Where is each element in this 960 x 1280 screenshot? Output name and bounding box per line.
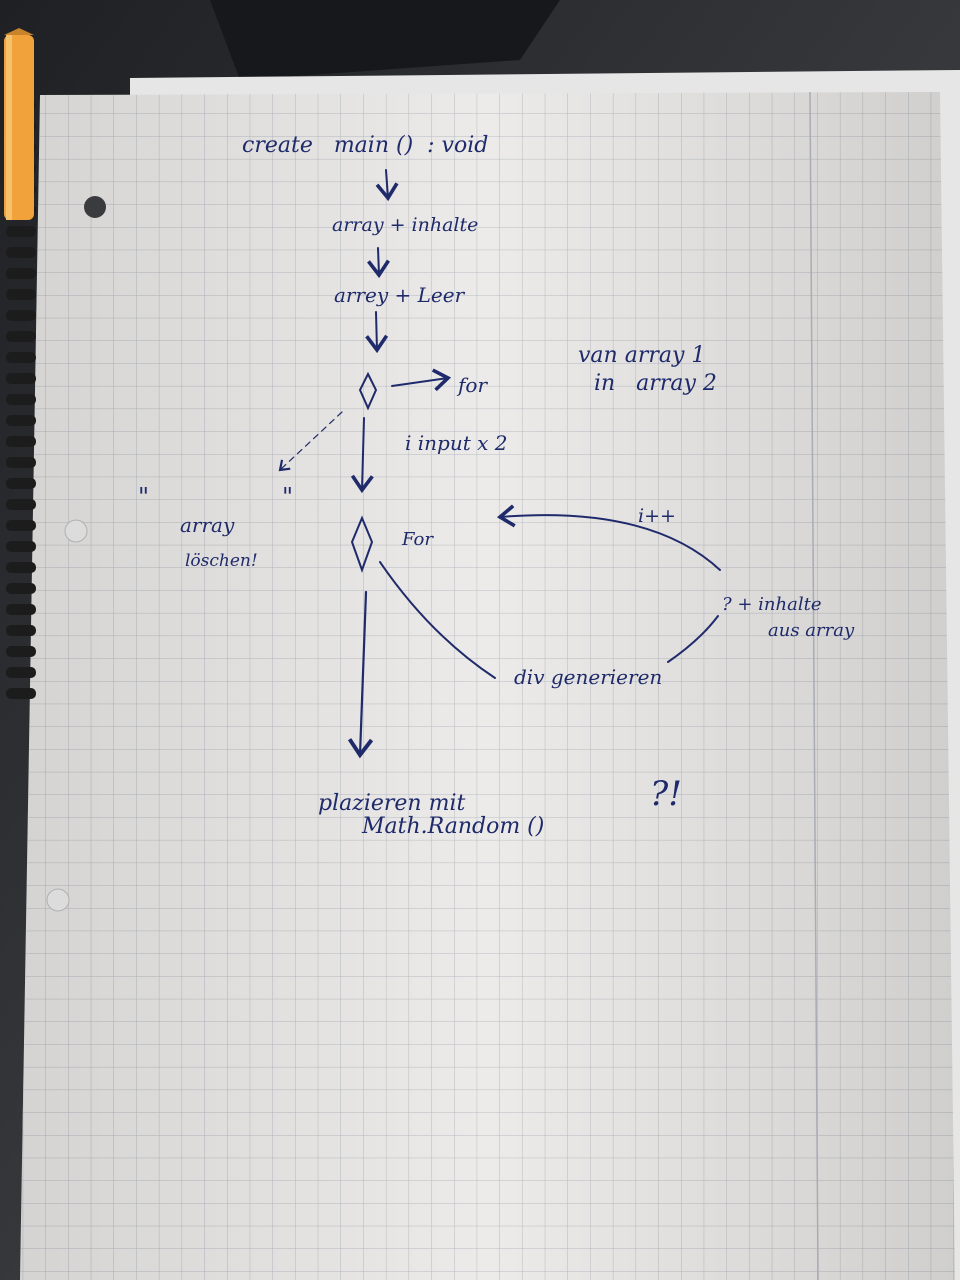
spiral-loop bbox=[6, 625, 36, 636]
side-note-line2: löschen! bbox=[185, 551, 258, 571]
spiral-loop bbox=[6, 226, 36, 237]
decision2-loop-label: i++ bbox=[638, 505, 676, 527]
spiral-loop bbox=[6, 289, 36, 300]
punch-hole bbox=[84, 196, 106, 218]
decision2-label: For bbox=[401, 529, 434, 550]
loop-arrow bbox=[496, 504, 721, 571]
end-line2: Math.Random () bbox=[361, 814, 544, 839]
dashed-arrow bbox=[278, 411, 343, 472]
spiral-loop bbox=[6, 667, 36, 678]
node-array-empty: arrey + Leer bbox=[334, 283, 466, 307]
decision2-content-line2: aus array bbox=[768, 620, 855, 641]
spiral-loop bbox=[6, 562, 36, 573]
side-note-quote-open: " bbox=[138, 483, 149, 511]
arrow-down-2 bbox=[367, 247, 390, 279]
decision1-note-line1: van array 1 bbox=[578, 343, 705, 368]
spiral-loop bbox=[6, 604, 36, 615]
pencil bbox=[4, 28, 34, 220]
decision1-label: for bbox=[456, 373, 488, 397]
side-note-line1: array bbox=[180, 513, 235, 537]
punch-hole bbox=[64, 519, 88, 543]
spiral-loop bbox=[6, 499, 36, 510]
decision1-note-line2: in array 2 bbox=[594, 371, 717, 396]
decision1-edge-label: i input x 2 bbox=[405, 431, 507, 455]
decision-diamond-2 bbox=[350, 515, 374, 573]
spiral-loop bbox=[6, 583, 36, 594]
decision2-generate-label: div generieren bbox=[514, 665, 662, 689]
arrow-down-1 bbox=[375, 169, 399, 202]
spiral-loop bbox=[6, 436, 36, 447]
spiral-loop bbox=[6, 373, 36, 384]
edge-div-to-content bbox=[667, 615, 719, 663]
flowchart bbox=[278, 169, 721, 759]
spiral-loop bbox=[6, 268, 36, 279]
spiral-loop bbox=[6, 478, 36, 489]
spiral-loop bbox=[6, 331, 36, 342]
punch-hole bbox=[46, 888, 70, 912]
decision2-content-line1: ? + inhalte bbox=[722, 594, 822, 615]
paper-shading bbox=[20, 92, 955, 1280]
arrow-down-final bbox=[347, 590, 374, 759]
arrow-down-4 bbox=[350, 417, 374, 494]
end-line1: plazieren mit bbox=[318, 791, 465, 816]
spiral-loop bbox=[6, 352, 36, 363]
spiral-loop bbox=[6, 310, 36, 321]
decision-diamond-1 bbox=[358, 371, 378, 411]
spiral-loop bbox=[6, 688, 36, 699]
question-marks: ?! bbox=[650, 774, 682, 814]
spiral-loop bbox=[6, 247, 36, 258]
spiral-loop bbox=[6, 394, 36, 405]
side-note-quote-close: " bbox=[282, 483, 293, 511]
margin-line bbox=[809, 91, 819, 1280]
spiral-loop bbox=[6, 541, 36, 552]
flowchart-text: create main () : void array + inhalte ar… bbox=[138, 133, 855, 839]
arrow-down-3 bbox=[365, 311, 389, 354]
edge-to-div bbox=[379, 561, 496, 679]
spiral-loop bbox=[6, 646, 36, 657]
device-on-desk bbox=[210, 0, 560, 80]
spiral-loop bbox=[6, 520, 36, 531]
spiral-loop bbox=[6, 457, 36, 468]
node-start: create main () : void bbox=[242, 133, 488, 158]
spiral-loop bbox=[6, 415, 36, 426]
arrow-to-for bbox=[391, 368, 452, 392]
node-array-filled: array + inhalte bbox=[332, 214, 478, 236]
